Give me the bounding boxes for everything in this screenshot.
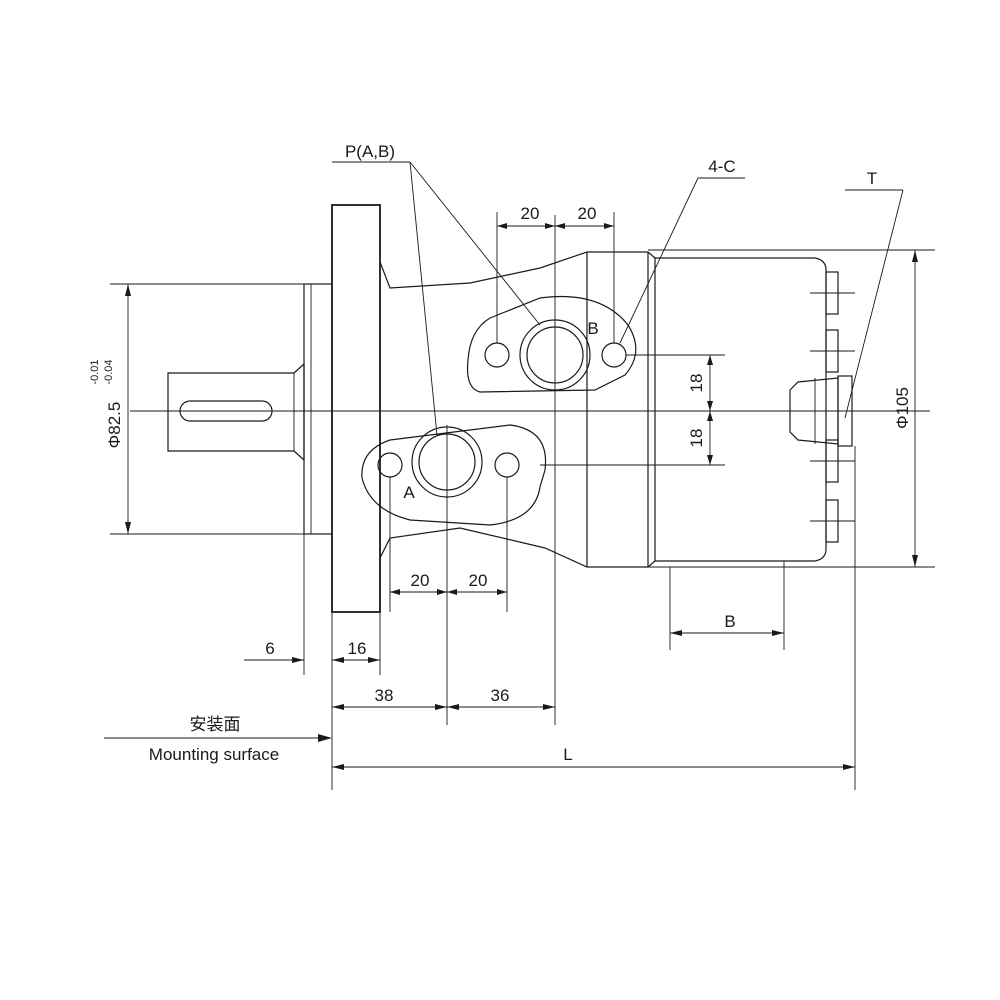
- dim-vertical-18-18: 18 18: [540, 354, 725, 466]
- port-c-label: 4-C: [708, 157, 735, 176]
- dim-b: B: [669, 561, 785, 650]
- dim-label: 20: [411, 571, 430, 590]
- dim-38-36: 38 36: [332, 686, 555, 710]
- port-p-label: P(A,B): [345, 142, 395, 161]
- port-a-label: A: [403, 483, 415, 502]
- dim-label: 20: [469, 571, 488, 590]
- dim-l: L: [331, 446, 856, 790]
- dim-label: 38: [375, 686, 394, 705]
- dim-label: 18: [687, 374, 706, 393]
- port-b-label: B: [587, 319, 598, 338]
- dim-6-16: 6 16: [244, 534, 381, 675]
- mounting-surface-callout: 安装面 Mounting surface: [104, 715, 332, 764]
- dim-label: L: [563, 745, 572, 764]
- dim-label: 20: [578, 204, 597, 223]
- dim-phi105: Φ105: [648, 249, 935, 568]
- dim-phi82-5: Φ82.5 -0.01 -0.04: [89, 283, 304, 535]
- dim-label: Φ105: [893, 387, 912, 429]
- dim-label: B: [724, 612, 735, 631]
- mounting-surface-cn: 安装面: [190, 715, 241, 734]
- drain-port-t-plug: [789, 375, 853, 447]
- dim-label: 36: [491, 686, 510, 705]
- dim-label: Φ82.5: [105, 402, 124, 449]
- dim-top-20-20: 20 20: [496, 204, 615, 343]
- centerlines: [130, 215, 930, 725]
- dim-label: 6: [265, 639, 274, 658]
- dim-bottom-20-20: 20 20: [389, 477, 508, 612]
- dim-label: 20: [521, 204, 540, 223]
- pilot-boss: [303, 283, 333, 535]
- port-boss-a: [361, 424, 547, 526]
- motor-housing: [379, 251, 827, 568]
- leader-4-c: 4-C: [619, 157, 745, 344]
- mounting-flange: [331, 204, 381, 613]
- tolerance-upper: -0.01: [89, 359, 101, 384]
- output-shaft: [167, 362, 305, 462]
- leader-t: T: [844, 169, 904, 419]
- end-cap-bolts: [810, 271, 855, 543]
- port-t-label: T: [867, 169, 877, 188]
- dim-label: 16: [348, 639, 367, 658]
- tolerance-lower: -0.04: [103, 359, 115, 384]
- mounting-surface-en: Mounting surface: [149, 745, 279, 764]
- port-boss-b: [466, 295, 637, 393]
- dim-label: 18: [687, 429, 706, 448]
- leader-port-p: P(A,B): [332, 142, 541, 436]
